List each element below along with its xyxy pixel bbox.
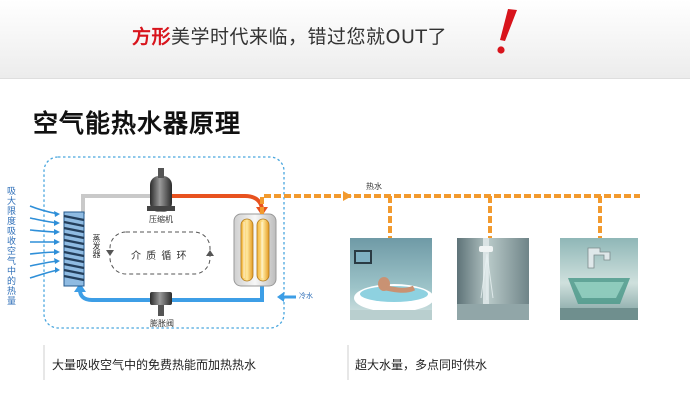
expansion-valve-label: 膨胀阀 [150, 319, 174, 328]
banner-headline: 方形美学时代来临，错过您就OUT了 [132, 22, 447, 49]
hot-water-label: 热水 [366, 182, 382, 191]
expansion-valve [150, 292, 172, 316]
hot-water-main [260, 194, 640, 238]
evaporator-label: 蒸发器 [92, 234, 101, 258]
top-banner [0, 0, 690, 79]
headline-text: 美学时代来临，错过您就OUT了 [171, 26, 447, 48]
hot-refrigerant-line [81, 194, 150, 214]
bathtub-photo [350, 238, 432, 320]
cold-refrigerant-line [170, 284, 264, 302]
cold-water-inlet [277, 292, 296, 302]
exclamation-icon [497, 9, 517, 54]
shower-photo [457, 238, 529, 320]
headline-accent: 方形 [132, 26, 172, 48]
cold-water-label: 冷水 [299, 292, 313, 300]
compressor-label: 压缩机 [149, 215, 173, 224]
left-caption: 大量吸收空气中的免费热能而加热热水 [52, 358, 257, 372]
compressor [147, 168, 175, 212]
sink-photo [560, 238, 638, 320]
evaporator-coil [63, 211, 85, 287]
right-caption: 超大水量，多点同时供水 [355, 358, 488, 372]
air-side-label: 吸大限度吸收空气中的热量 [5, 186, 15, 306]
water-tank [233, 213, 277, 287]
air-arrow-heads [54, 211, 60, 273]
cycle-label: 介 质 循 环 [131, 251, 188, 262]
hot-water-arrow [343, 191, 352, 201]
section-title: 空气能热水器原理 [33, 109, 242, 138]
unit-frame [43, 156, 285, 329]
